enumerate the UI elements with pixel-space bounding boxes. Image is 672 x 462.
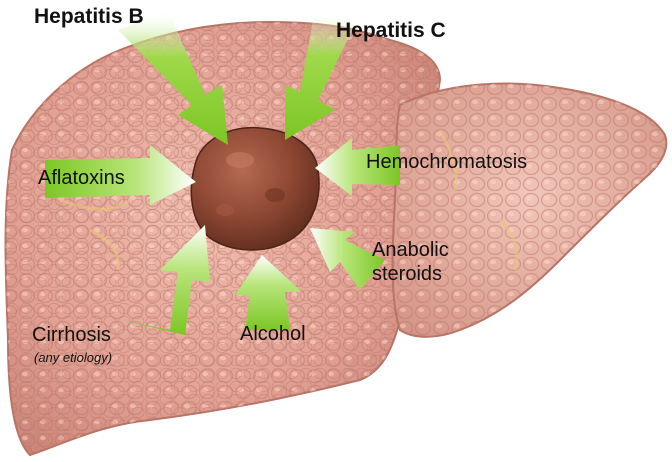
label-hepatitis-c: Hepatitis C xyxy=(336,19,446,42)
label-hepatitis-b: Hepatitis B xyxy=(34,5,144,28)
tumor xyxy=(190,126,320,251)
arrows xyxy=(45,10,400,335)
arrow-hepatitis-c xyxy=(285,10,355,140)
arrow-hemochromatosis xyxy=(315,138,400,196)
label-cirrhosis: Cirrhosis xyxy=(32,324,111,346)
arrow-aflatoxins xyxy=(45,145,196,205)
label-hemochromatosis: Hemochromatosis xyxy=(366,151,528,173)
label-anabolic: Anabolic xyxy=(372,239,449,261)
arrow-hepatitis-b xyxy=(118,10,228,145)
label-alcohol: Alcohol xyxy=(240,323,306,345)
label-aflatoxins: Aflatoxins xyxy=(38,167,125,189)
label-steroids: steroids xyxy=(372,263,443,285)
arrow-cirrhosis xyxy=(120,225,210,335)
label-cirrhosis-note: (any etiology) xyxy=(34,350,113,365)
arrow-anabolic-steroids xyxy=(310,228,385,290)
arrow-alcohol xyxy=(235,255,302,330)
